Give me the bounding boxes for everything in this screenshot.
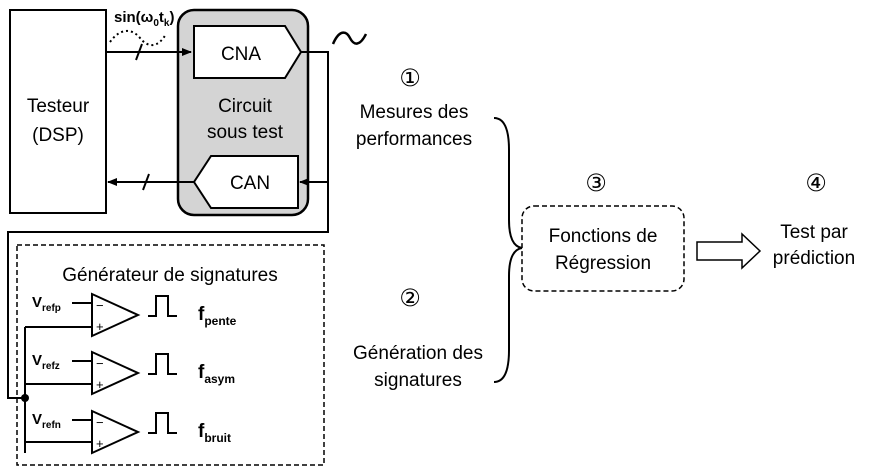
step3-label-line1: Fonctions de [549,226,658,247]
step2-label-line2: signatures [374,370,462,391]
bus-slash-bottom [142,173,150,191]
comparator-plus-sign: + [96,377,104,392]
comparator-minus-sign: − [96,298,104,313]
step3-label-line2: Régression [555,253,651,274]
frequency-label: fbruit [198,421,231,445]
adc-label: CAN [230,173,270,194]
frequency-label: fpente [198,304,237,328]
step3-number: ③ [585,169,607,197]
adc-block [192,155,299,209]
comparator-bruit: − + Vrefn fbruit [32,409,231,455]
pulse-icon [148,412,177,434]
sine-wave-dotted [109,30,167,46]
step4-label-line1: Test par [780,222,848,243]
vref-label: Vrefn [32,411,61,431]
step1-number: ① [399,64,421,92]
signature-generator-title: Générateur de signatures [62,265,277,286]
signature-generator-box [16,244,325,466]
comparator-minus-sign: − [96,356,104,371]
comparator-plus-sign: + [96,436,104,451]
step2-label-line1: Génération des [353,343,483,364]
pulse-icon [148,353,177,375]
comparator-pente: − + Vrefp fpente [32,292,237,338]
dac-label: CNA [221,44,261,65]
tester-box [9,9,107,214]
step1-label-line2: performances [356,129,472,150]
output-wave-icon [331,31,368,45]
pulse-icon [148,295,177,317]
tester-label-line1: Testeur [27,96,90,117]
dut-title-line1: Circuit [218,96,273,117]
stimulus-label: sin(ω0tk) [114,9,174,29]
step4-number: ④ [805,169,827,197]
comparator-plus-sign: + [96,319,104,334]
vref-label: Vrefp [32,294,61,314]
step1-label-line1: Mesures des [360,102,469,123]
dac-output-wire [299,51,329,186]
frequency-label: fasym [198,362,235,386]
regression-box [521,205,685,292]
hollow-arrow-icon [696,232,762,270]
comparator-asym: − + Vrefz fasym [32,350,235,396]
comparator-input-bus [24,326,92,453]
tester-label-line2: (DSP) [32,125,84,146]
step4-label-line2: prédiction [773,248,855,269]
dut-title-line2: sous test [207,122,284,143]
step2-number: ② [399,284,421,312]
vref-label: Vrefz [32,352,60,372]
signature-input-wire [7,182,329,399]
dac-block [193,25,303,79]
comparator-minus-sign: − [96,415,104,430]
bus-slash-top [135,43,143,61]
curly-brace [493,117,523,383]
